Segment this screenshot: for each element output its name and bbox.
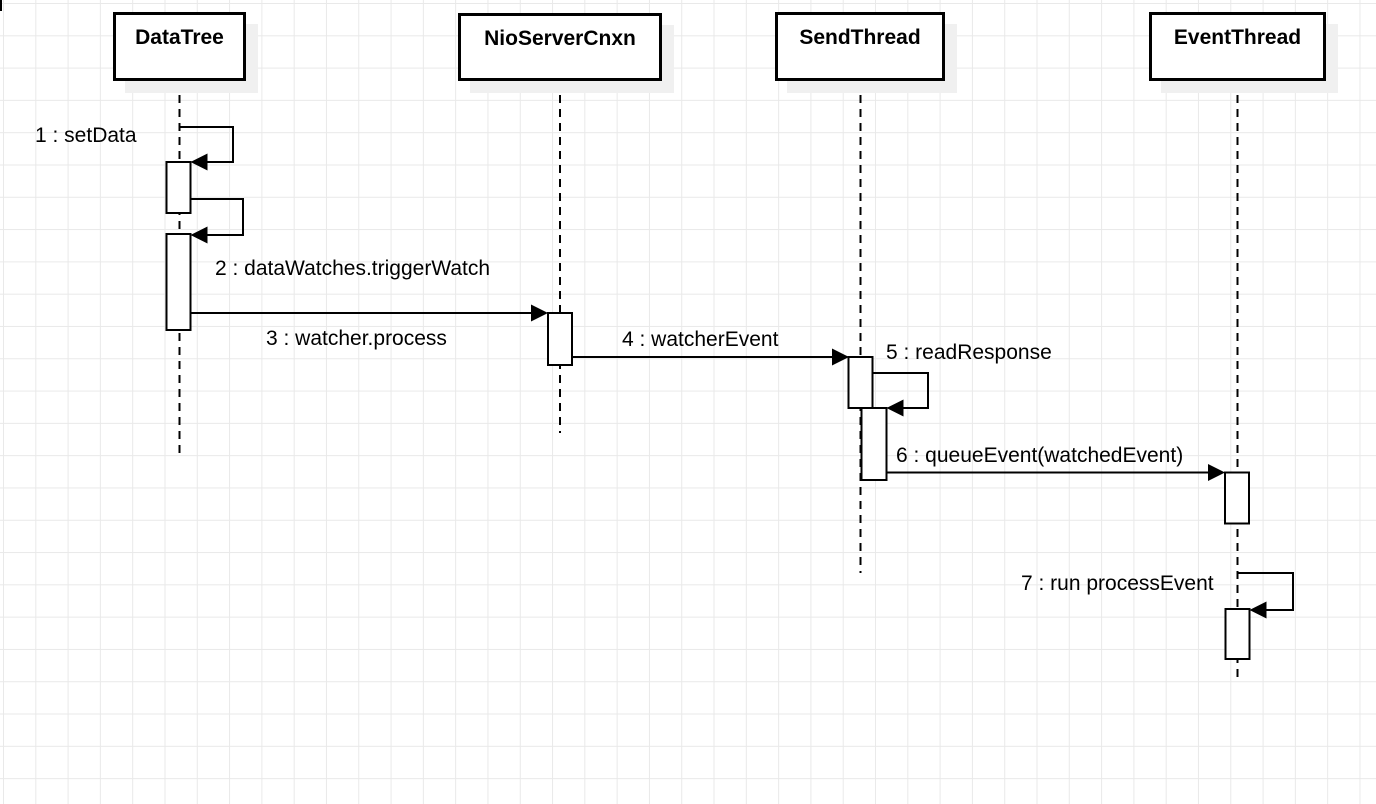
activation-bar-nioservercnxn[interactable]: [547, 312, 573, 366]
actor-label-datatree: DataTree: [135, 26, 224, 49]
message-1-arrowhead[interactable]: [190, 153, 208, 171]
activation-bar-sendthread-2[interactable]: [860, 407, 888, 481]
message-5-label[interactable]: 5 : readResponse: [886, 341, 1052, 364]
message-3-arrowhead[interactable]: [531, 304, 548, 322]
message-1-label[interactable]: 1 : setData: [35, 124, 137, 147]
activation-bar-sendthread-1[interactable]: [847, 356, 874, 409]
message-5-arrowhead[interactable]: [886, 399, 904, 417]
message-2-arrowhead[interactable]: [190, 226, 208, 244]
activation-bar-eventthread-1[interactable]: [1224, 471, 1250, 525]
canvas-edge-artifact: [0, 0, 2, 11]
actor-label-nioservercnxn: NioServerCnxn: [484, 27, 636, 50]
message-4-arrowhead[interactable]: [832, 348, 849, 366]
message-1-self-loop[interactable]: [179, 126, 234, 163]
message-2-self-loop[interactable]: [190, 198, 244, 236]
actor-label-sendthread: SendThread: [799, 26, 921, 49]
message-2-label[interactable]: 2 : dataWatches.triggerWatch: [215, 257, 491, 280]
actor-box-datatree[interactable]: DataTree: [113, 12, 246, 81]
actor-box-sendthread[interactable]: SendThread: [775, 12, 945, 81]
activation-bar-eventthread-2[interactable]: [1224, 608, 1251, 660]
activation-bar-datatree-1[interactable]: [165, 161, 192, 214]
message-7-arrowhead[interactable]: [1249, 601, 1267, 619]
message-3-label[interactable]: 3 : watcher.process: [266, 327, 447, 350]
message-6-arrowhead[interactable]: [1208, 464, 1225, 481]
actor-label-eventthread: EventThread: [1173, 26, 1302, 49]
message-7-self-loop[interactable]: [1237, 572, 1294, 611]
actor-box-nioservercnxn[interactable]: NioServerCnxn: [458, 13, 662, 81]
message-5-self-loop[interactable]: [872, 372, 929, 409]
message-7-label[interactable]: 7 : run processEvent: [1021, 572, 1214, 595]
activation-bar-datatree-2[interactable]: [165, 233, 192, 331]
message-4-label[interactable]: 4 : watcherEvent: [622, 328, 779, 351]
message-6-label[interactable]: 6 : queueEvent(watchedEvent): [896, 444, 1184, 467]
actor-box-eventthread[interactable]: EventThread: [1149, 12, 1326, 81]
